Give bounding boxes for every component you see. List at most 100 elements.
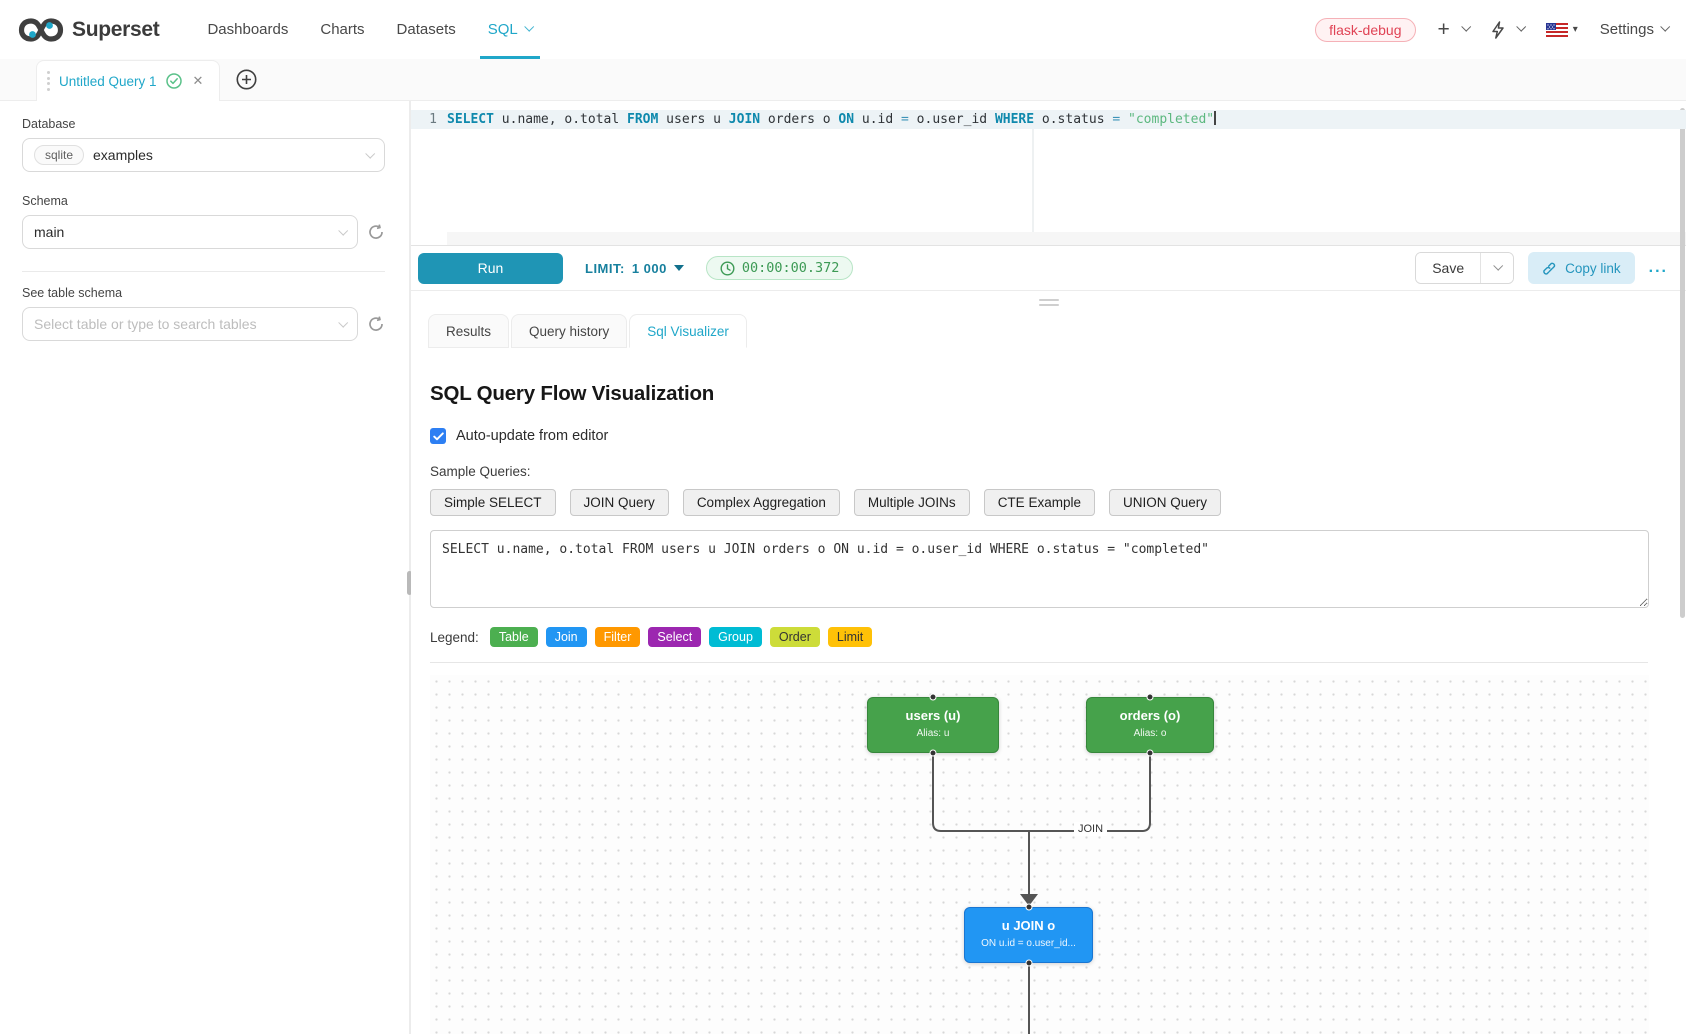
flow-canvas[interactable]: JOIN users (u) Alias: u orders (o) Alias…: [430, 675, 1649, 1034]
sql-token: o.user_id: [908, 112, 995, 127]
settings-menu[interactable]: Settings: [1599, 21, 1671, 38]
node-handle[interactable]: [1146, 693, 1154, 701]
text-cursor: [1214, 111, 1217, 125]
navbar-right: flask-debug +: [1315, 17, 1671, 42]
chevron-down-icon: [338, 224, 349, 240]
flow-node-users[interactable]: users (u) Alias: u: [867, 697, 999, 753]
tab-query-history[interactable]: Query history: [511, 314, 628, 348]
legend-badge-filter: Filter: [594, 627, 641, 647]
auto-update-toggle[interactable]: Auto-update from editor: [430, 428, 1648, 444]
sql-token: o.status: [1034, 112, 1113, 127]
pane-resizer[interactable]: [407, 101, 412, 1034]
drag-handle-icon[interactable]: [47, 71, 50, 91]
sql-token: =: [1112, 112, 1121, 127]
settings-label: Settings: [1599, 21, 1654, 38]
save-button[interactable]: Save: [1416, 253, 1481, 283]
line-number: 1: [429, 112, 437, 127]
new-item-button[interactable]: +: [1438, 19, 1471, 40]
nav-item-sql[interactable]: SQL: [476, 0, 544, 59]
sample-query-button-union-query[interactable]: UNION Query: [1108, 489, 1221, 516]
sql-code-editor[interactable]: 1 SELECT u.name, o.total FROM users u JO…: [411, 101, 1686, 245]
query-timer-badge: 00:00:00.372: [705, 256, 854, 280]
sql-token: SELECT: [447, 112, 494, 127]
sample-query-button-simple-select[interactable]: Simple SELECT: [430, 489, 556, 516]
lightning-icon: [1492, 20, 1504, 39]
editor-horizontal-scrollbar[interactable]: [447, 232, 1686, 245]
query-input[interactable]: SELECT u.name, o.total FROM users u JOIN…: [430, 530, 1649, 608]
schema-label: Schema: [22, 194, 68, 208]
query-search-button[interactable]: [1491, 20, 1526, 39]
node-subtitle: ON u.id = o.user_id...: [981, 938, 1076, 949]
query-tab-untitled-query-1[interactable]: Untitled Query 1 ✕: [36, 60, 221, 101]
nav-item-charts[interactable]: Charts: [320, 21, 365, 38]
sample-query-button-join-query[interactable]: JOIN Query: [569, 489, 669, 516]
panel-title: SQL Query Flow Visualization: [430, 382, 715, 405]
nav-item-dashboards[interactable]: Dashboards: [207, 21, 289, 38]
chevron-down-icon: [1516, 21, 1526, 32]
sql-token: ON: [838, 112, 855, 127]
flow-node-orders[interactable]: orders (o) Alias: o: [1086, 697, 1214, 753]
language-picker[interactable]: ▾: [1545, 22, 1578, 37]
more-actions-button[interactable]: ...: [1648, 259, 1668, 276]
save-options-button[interactable]: [1480, 253, 1514, 283]
sql-token: FROM: [627, 112, 659, 127]
node-handle[interactable]: [929, 693, 937, 701]
main-split: Database sqlite examples Schema main: [0, 101, 1686, 1034]
node-handle[interactable]: [1025, 959, 1033, 967]
node-title: users (u): [905, 708, 961, 723]
sql-token: "completed": [1128, 112, 1215, 127]
refresh-schema-button[interactable]: [367, 223, 385, 241]
refresh-icon: [369, 224, 383, 239]
tab-sql-visualizer[interactable]: Sql Visualizer: [629, 314, 747, 348]
node-handle[interactable]: [929, 749, 937, 757]
close-tab-icon[interactable]: ✕: [192, 73, 204, 88]
check-circle-icon: [165, 73, 182, 89]
tab-results[interactable]: Results: [428, 314, 510, 348]
node-handle[interactable]: [1146, 749, 1154, 757]
flow-node-join[interactable]: u JOIN o ON u.id = o.user_id...: [964, 907, 1093, 963]
chevron-down-icon: [1461, 21, 1471, 32]
node-subtitle: Alias: o: [1133, 728, 1167, 739]
table-select-placeholder: Select table or type to search tables: [34, 316, 257, 332]
database-select[interactable]: sqlite examples: [22, 138, 385, 172]
node-title: u JOIN o: [1001, 918, 1056, 933]
sample-queries-label: Sample Queries:: [430, 464, 531, 479]
new-query-tab-button[interactable]: [220, 59, 272, 100]
copy-link-button[interactable]: Copy link: [1528, 252, 1635, 284]
node-handle[interactable]: [1025, 903, 1033, 911]
refresh-tables-button[interactable]: [367, 315, 385, 333]
content-divider: [430, 662, 1648, 663]
schema-value: main: [34, 224, 65, 240]
auto-update-label: Auto-update from editor: [456, 428, 609, 444]
pane-drag-handle[interactable]: [1038, 299, 1059, 306]
schema-select[interactable]: main: [22, 215, 358, 249]
query-tab-strip: Untitled Query 1 ✕: [0, 59, 1686, 101]
save-split-button: Save: [1415, 252, 1515, 284]
print-margin-ruler: [1032, 129, 1034, 232]
code-line-1[interactable]: 1 SELECT u.name, o.total FROM users u JO…: [411, 110, 1686, 129]
legend-badge-join: Join: [545, 627, 587, 647]
chevron-down-icon: [338, 316, 349, 332]
chevron-down-icon: [524, 21, 534, 32]
top-navbar: Superset Dashboards Charts Datasets SQL fla…: [0, 0, 1686, 59]
chevron-down-icon: [1492, 260, 1503, 271]
limit-dropdown[interactable]: LIMIT: 1 000: [585, 261, 684, 276]
legend-badge-limit: Limit: [827, 627, 873, 647]
resizer-grip[interactable]: [407, 571, 412, 595]
limit-value: 1 000: [631, 260, 667, 276]
sample-query-button-cte-example[interactable]: CTE Example: [983, 489, 1095, 516]
sql-token: =: [901, 112, 909, 127]
superset-logo[interactable]: Superset: [18, 16, 160, 44]
page-scrollbar[interactable]: [1680, 108, 1685, 618]
table-select[interactable]: Select table or type to search tables: [22, 307, 358, 341]
checkbox-checked-icon[interactable]: [430, 428, 446, 444]
run-button[interactable]: Run: [418, 252, 563, 284]
db-engine-chip: sqlite: [34, 145, 85, 165]
database-label: Database: [22, 117, 76, 131]
refresh-icon: [369, 316, 383, 331]
nav-item-datasets[interactable]: Datasets: [396, 21, 456, 38]
sample-query-button-complex-aggregation[interactable]: Complex Aggregation: [682, 489, 840, 516]
sample-query-button-multiple-joins[interactable]: Multiple JOINs: [853, 489, 970, 516]
database-value: examples: [93, 147, 153, 163]
